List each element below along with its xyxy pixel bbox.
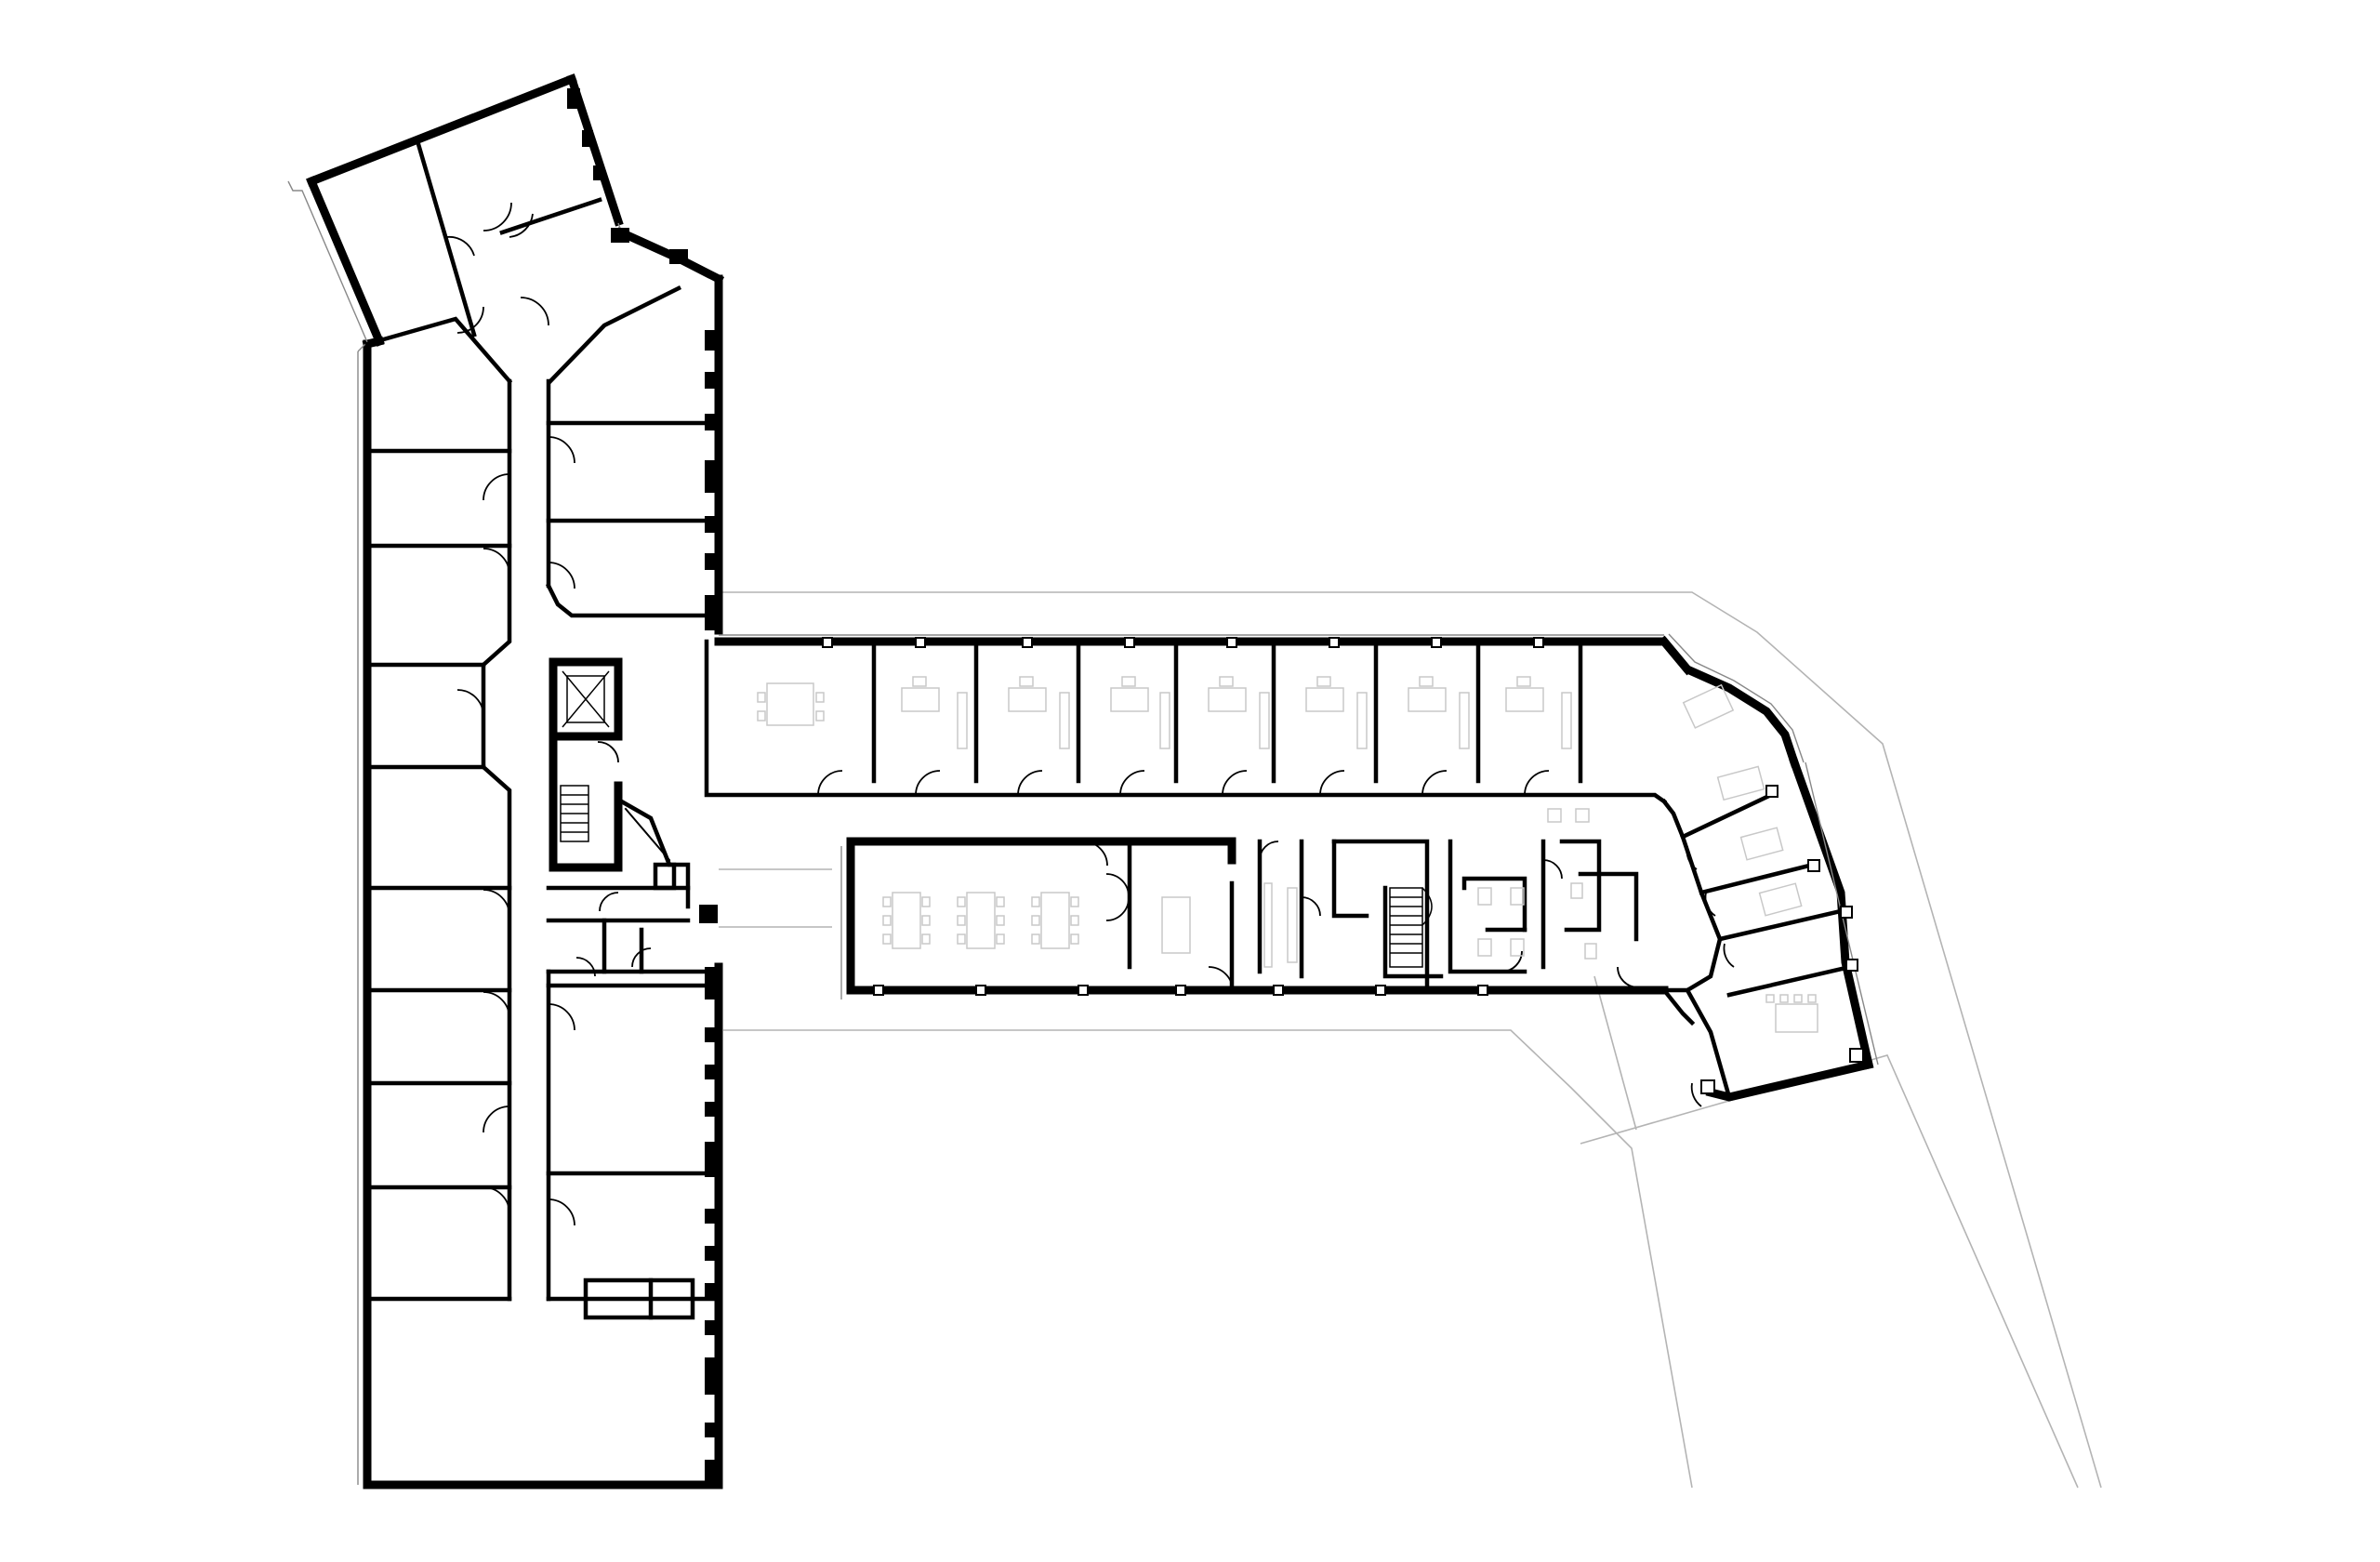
elevator-icon: [549, 657, 623, 741]
site-outline: [719, 591, 2102, 1489]
stair-icon: [560, 785, 589, 842]
stair-icon: [1389, 887, 1433, 968]
door-swing-icon: [1686, 845, 1735, 1107]
door-swing-icon: [817, 770, 1639, 992]
west-wing: [287, 73, 725, 1489]
central-wing: [704, 634, 1694, 999]
east-wing: [1658, 633, 1879, 1102]
west-wing-piers: [567, 88, 720, 1485]
furniture-icon: [757, 676, 1818, 1033]
door-swing-icon: [445, 202, 652, 1226]
